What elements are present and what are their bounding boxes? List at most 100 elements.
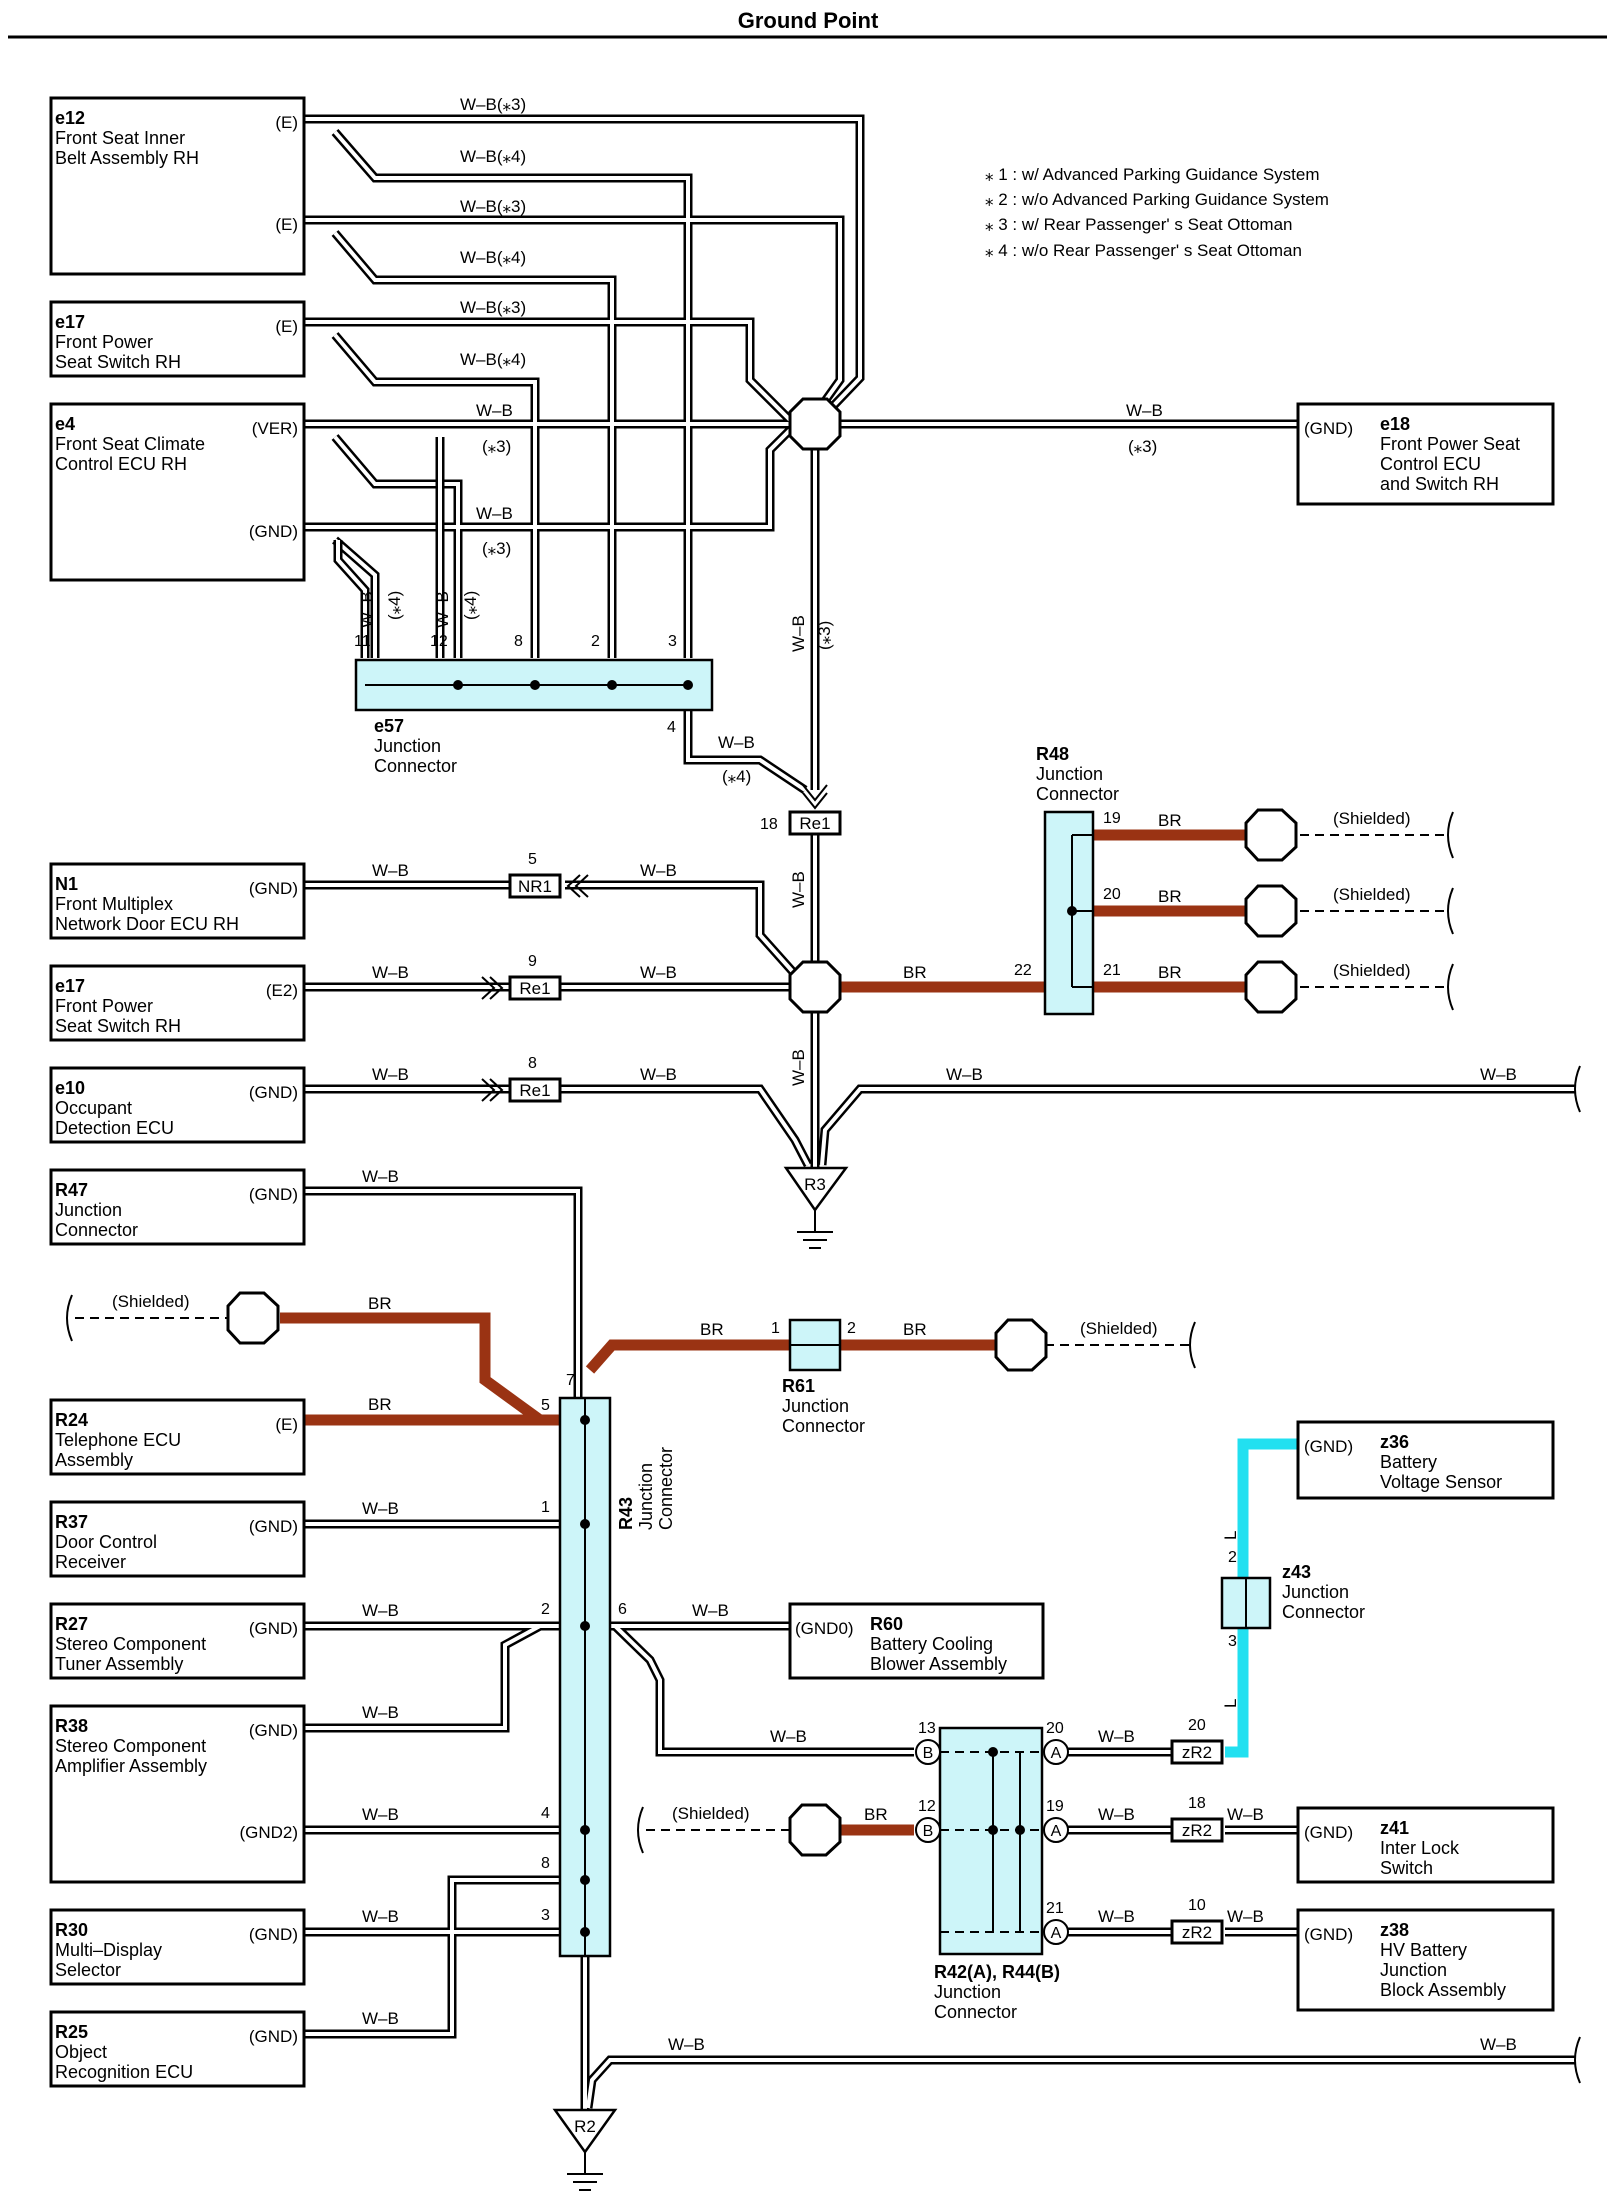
- r48-id: R48: [1036, 744, 1069, 764]
- r43-pin-4: 4: [541, 1805, 550, 1822]
- r42-pin-21: 21: [1046, 1900, 1064, 1917]
- inline-nr1-label: NR1: [518, 877, 552, 896]
- wl-44: W–B: [770, 1727, 807, 1746]
- r60-box: [788, 1602, 1045, 1680]
- wl-13: W–B: [718, 733, 755, 752]
- r42-name-1: Junction: [934, 1982, 1001, 2002]
- r48-pin-20: 20: [1103, 886, 1121, 903]
- e4-name-1: Front Seat Climate: [55, 434, 205, 454]
- e12-name-2: Belt Assembly RH: [55, 148, 199, 168]
- z41-name-2: Switch: [1380, 1858, 1433, 1878]
- e17a-pin: (E): [275, 317, 298, 336]
- r60-name-2: Blower Assembly: [870, 1654, 1007, 1674]
- wl-25: BR: [1158, 811, 1182, 830]
- e17b-name-1: Front Power: [55, 996, 153, 1016]
- r37-pin: (GND): [249, 1517, 298, 1536]
- inline-pin-9: 9: [528, 953, 537, 970]
- inline-connectors: Re1 NR1 Re1 Re1 zR2 zR2 zR2: [508, 810, 1224, 1945]
- r47-name-1: Junction: [55, 1200, 122, 1220]
- inline-pin-numbers: 18 5 9 8 20 18 10: [528, 816, 1206, 1914]
- r48-name-2: Connector: [1036, 784, 1119, 804]
- wb-wires-inner: [305, 117, 1575, 2110]
- r30-box: [49, 1908, 306, 1986]
- wl-33: BR: [368, 1395, 392, 1414]
- e17a-name-1: Front Power: [55, 332, 153, 352]
- wl-22: W–B: [1480, 1065, 1517, 1084]
- shield-brackets: [66, 811, 1581, 2084]
- r42-pin-19: 19: [1046, 1798, 1064, 1815]
- z36-box: [1296, 1420, 1555, 1500]
- r61-pin-1: 1: [771, 1320, 780, 1337]
- n1-name-1: Front Multiplex: [55, 894, 173, 914]
- e17a-id: e17: [55, 312, 85, 332]
- wl-24: BR: [903, 963, 927, 982]
- z38-pin: (GND): [1304, 1925, 1353, 1944]
- wl-53: W–B: [1480, 2035, 1517, 2054]
- wl-3: W–B(⁎3): [460, 197, 526, 216]
- r42-pin-a-20: A: [1051, 1745, 1062, 1762]
- wl-41: W–B: [362, 1805, 399, 1824]
- component-boxes: [49, 96, 1555, 2088]
- wl-35: BR: [903, 1320, 927, 1339]
- e57-feed-wires: [333, 437, 445, 658]
- z43-pin-2: 2: [1228, 1549, 1237, 1566]
- z36-name-1: Battery: [1380, 1452, 1437, 1472]
- r27-id: R27: [55, 1614, 88, 1634]
- splice-octagons: [226, 397, 1298, 1857]
- wl-6: W–B(⁎4): [460, 350, 526, 369]
- r60-name-1: Battery Cooling: [870, 1634, 993, 1654]
- wl-r7: W–B: [789, 871, 808, 908]
- wl-5: W–B(⁎3): [460, 298, 526, 317]
- z38-name-3: Block Assembly: [1380, 1980, 1506, 2000]
- wl-40: W–B: [362, 1703, 399, 1722]
- junction-labels: e57 Junction Connector R48 Junction Conn…: [374, 716, 1365, 2022]
- wl-r1: W–B: [357, 591, 376, 628]
- r47-pin: (GND): [249, 1185, 298, 1204]
- ground-r3-label: R3: [804, 1175, 826, 1194]
- wl-45: (Shielded): [672, 1804, 750, 1823]
- r42-pin-b-13: B: [923, 1745, 934, 1762]
- wl-r10: L: [1221, 1699, 1240, 1708]
- r38-name-1: Stereo Component: [55, 1736, 206, 1756]
- r24-name-1: Telephone ECU: [55, 1430, 181, 1450]
- e12-name-1: Front Seat Inner: [55, 128, 185, 148]
- r48-pin-22: 22: [1014, 962, 1032, 979]
- e4-name-2: Control ECU RH: [55, 454, 187, 474]
- wire-labels: W–B(⁎3) W–B(⁎4) W–B(⁎3) W–B(⁎4) W–B(⁎3) …: [112, 95, 1517, 2054]
- wl-16: W–B: [640, 861, 677, 880]
- r37-name-2: Receiver: [55, 1552, 126, 1572]
- wl-2: W–B(⁎4): [460, 147, 526, 166]
- wl-7: W–B: [476, 401, 513, 420]
- splice-hub-top: [788, 397, 842, 451]
- r24-id: R24: [55, 1410, 88, 1430]
- br-wires: [280, 829, 1248, 1836]
- e18-name-1: Front Power Seat: [1380, 434, 1520, 454]
- r43-pin-5: 5: [541, 1397, 550, 1414]
- e17a-box: [49, 300, 306, 378]
- wl-51: W–B: [1227, 1907, 1264, 1926]
- wl-1: W–B(⁎3): [460, 95, 526, 114]
- n1-box: [49, 862, 306, 940]
- inline-zr2-b: [1170, 1817, 1224, 1843]
- z43-pin-3: 3: [1228, 1633, 1237, 1650]
- r42-name-2: Connector: [934, 2002, 1017, 2022]
- wl-4: W–B(⁎4): [460, 248, 526, 267]
- r42-id: R42(A), R44(B): [934, 1962, 1060, 1982]
- r25-id: R25: [55, 2022, 88, 2042]
- e12-id: e12: [55, 108, 85, 128]
- e17b-pin: (E2): [266, 981, 298, 1000]
- z38-box: [1296, 1908, 1555, 2012]
- e10-name-1: Occupant: [55, 1098, 132, 1118]
- r37-box: [49, 1500, 306, 1578]
- wl-52: W–B: [668, 2035, 705, 2054]
- wl-30: (Shielded): [1333, 961, 1411, 980]
- r43-pin-8: 8: [541, 1855, 550, 1872]
- r43-pin-6: 6: [618, 1601, 627, 1618]
- z41-pin: (GND): [1304, 1823, 1353, 1842]
- e57-pin-12: 12: [430, 633, 448, 650]
- n1-name-2: Network Door ECU RH: [55, 914, 239, 934]
- n1-id: N1: [55, 874, 78, 894]
- e17b-name-2: Seat Switch RH: [55, 1016, 181, 1036]
- e57-pin-11: 11: [354, 633, 371, 650]
